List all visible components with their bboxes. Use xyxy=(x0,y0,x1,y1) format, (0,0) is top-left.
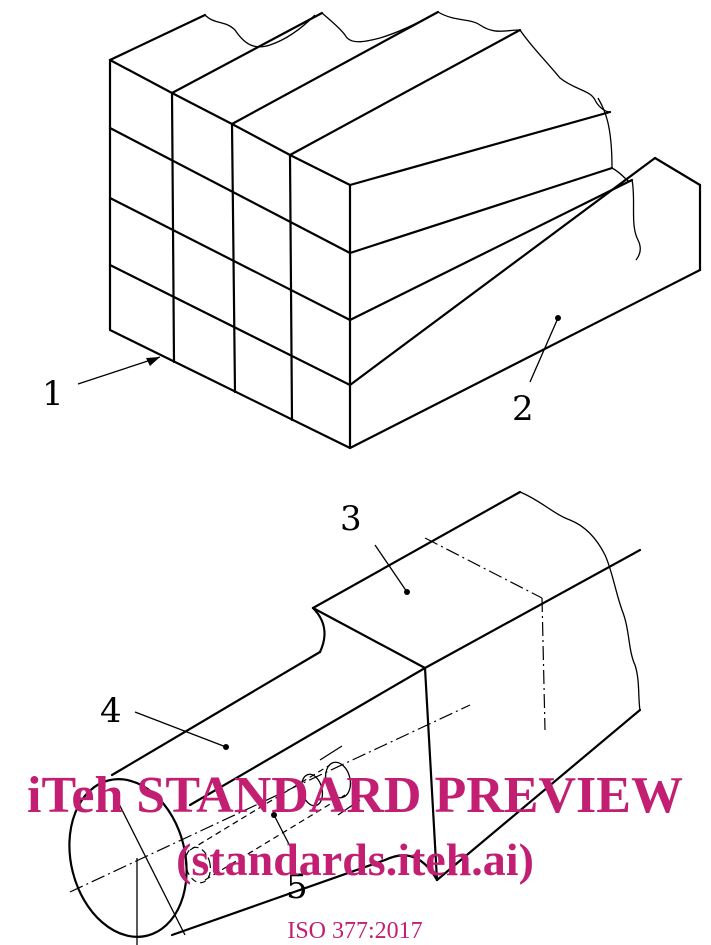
callout-1: 1 xyxy=(42,356,161,414)
hidden-test-piece xyxy=(184,745,361,884)
watermark-line-3: ISO 377:2017 xyxy=(287,918,422,944)
watermark: iTeh STANDARD PREVIEW (standards.iteh.ai… xyxy=(27,767,683,944)
watermark-line-1: iTeh STANDARD PREVIEW xyxy=(27,767,683,824)
callout-label-5: 5 xyxy=(286,867,308,907)
callout-label-3: 3 xyxy=(340,499,362,539)
callout-2: 2 xyxy=(512,315,561,429)
callout-3: 3 xyxy=(340,499,410,595)
callout-4: 4 xyxy=(100,691,229,750)
callout-5: 5 xyxy=(271,812,308,907)
bar-bundle xyxy=(108,10,702,450)
callout-label-1: 1 xyxy=(42,374,64,414)
callout-label-2: 2 xyxy=(512,389,534,429)
callout-label-4: 4 xyxy=(100,691,122,731)
bar-with-round-end xyxy=(68,490,642,945)
watermark-line-2: (standards.iteh.ai) xyxy=(176,834,534,885)
